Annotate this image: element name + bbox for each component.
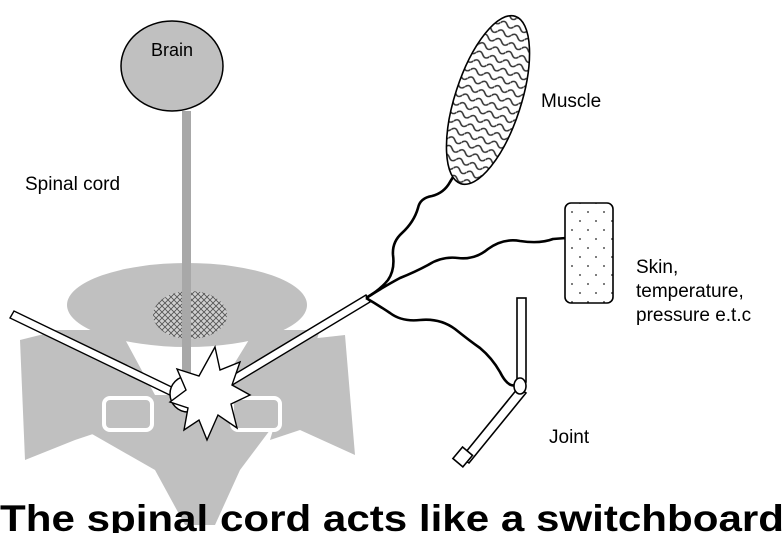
spinal-cord-column xyxy=(182,111,191,377)
brain xyxy=(121,21,223,111)
spinal-cord-label: Spinal cord xyxy=(25,174,120,195)
vertebra-left-notch xyxy=(104,398,152,430)
skin-label-line2: temperature, xyxy=(636,281,744,302)
skin-label-line3: pressure e.t.c xyxy=(636,305,751,326)
nerve-to-skin xyxy=(366,238,566,298)
joint-lower-bone xyxy=(461,388,526,463)
nerve-to-joint xyxy=(366,298,516,385)
vertebra-right-notch xyxy=(232,398,280,430)
joint xyxy=(453,298,526,467)
joint-knuckle xyxy=(514,378,526,394)
muscle xyxy=(429,6,546,194)
brain-label: Brain xyxy=(151,40,193,60)
joint-label: Joint xyxy=(549,427,590,448)
muscle-label: Muscle xyxy=(541,91,601,112)
skin-receptor xyxy=(565,203,613,303)
caption: The spinal cord acts like a switchboard xyxy=(0,498,784,533)
nerve-to-muscle xyxy=(366,168,458,298)
joint-upper-bone xyxy=(517,298,526,382)
nerve-branches xyxy=(366,168,566,385)
skin-label-line1: Skin, xyxy=(636,257,678,278)
